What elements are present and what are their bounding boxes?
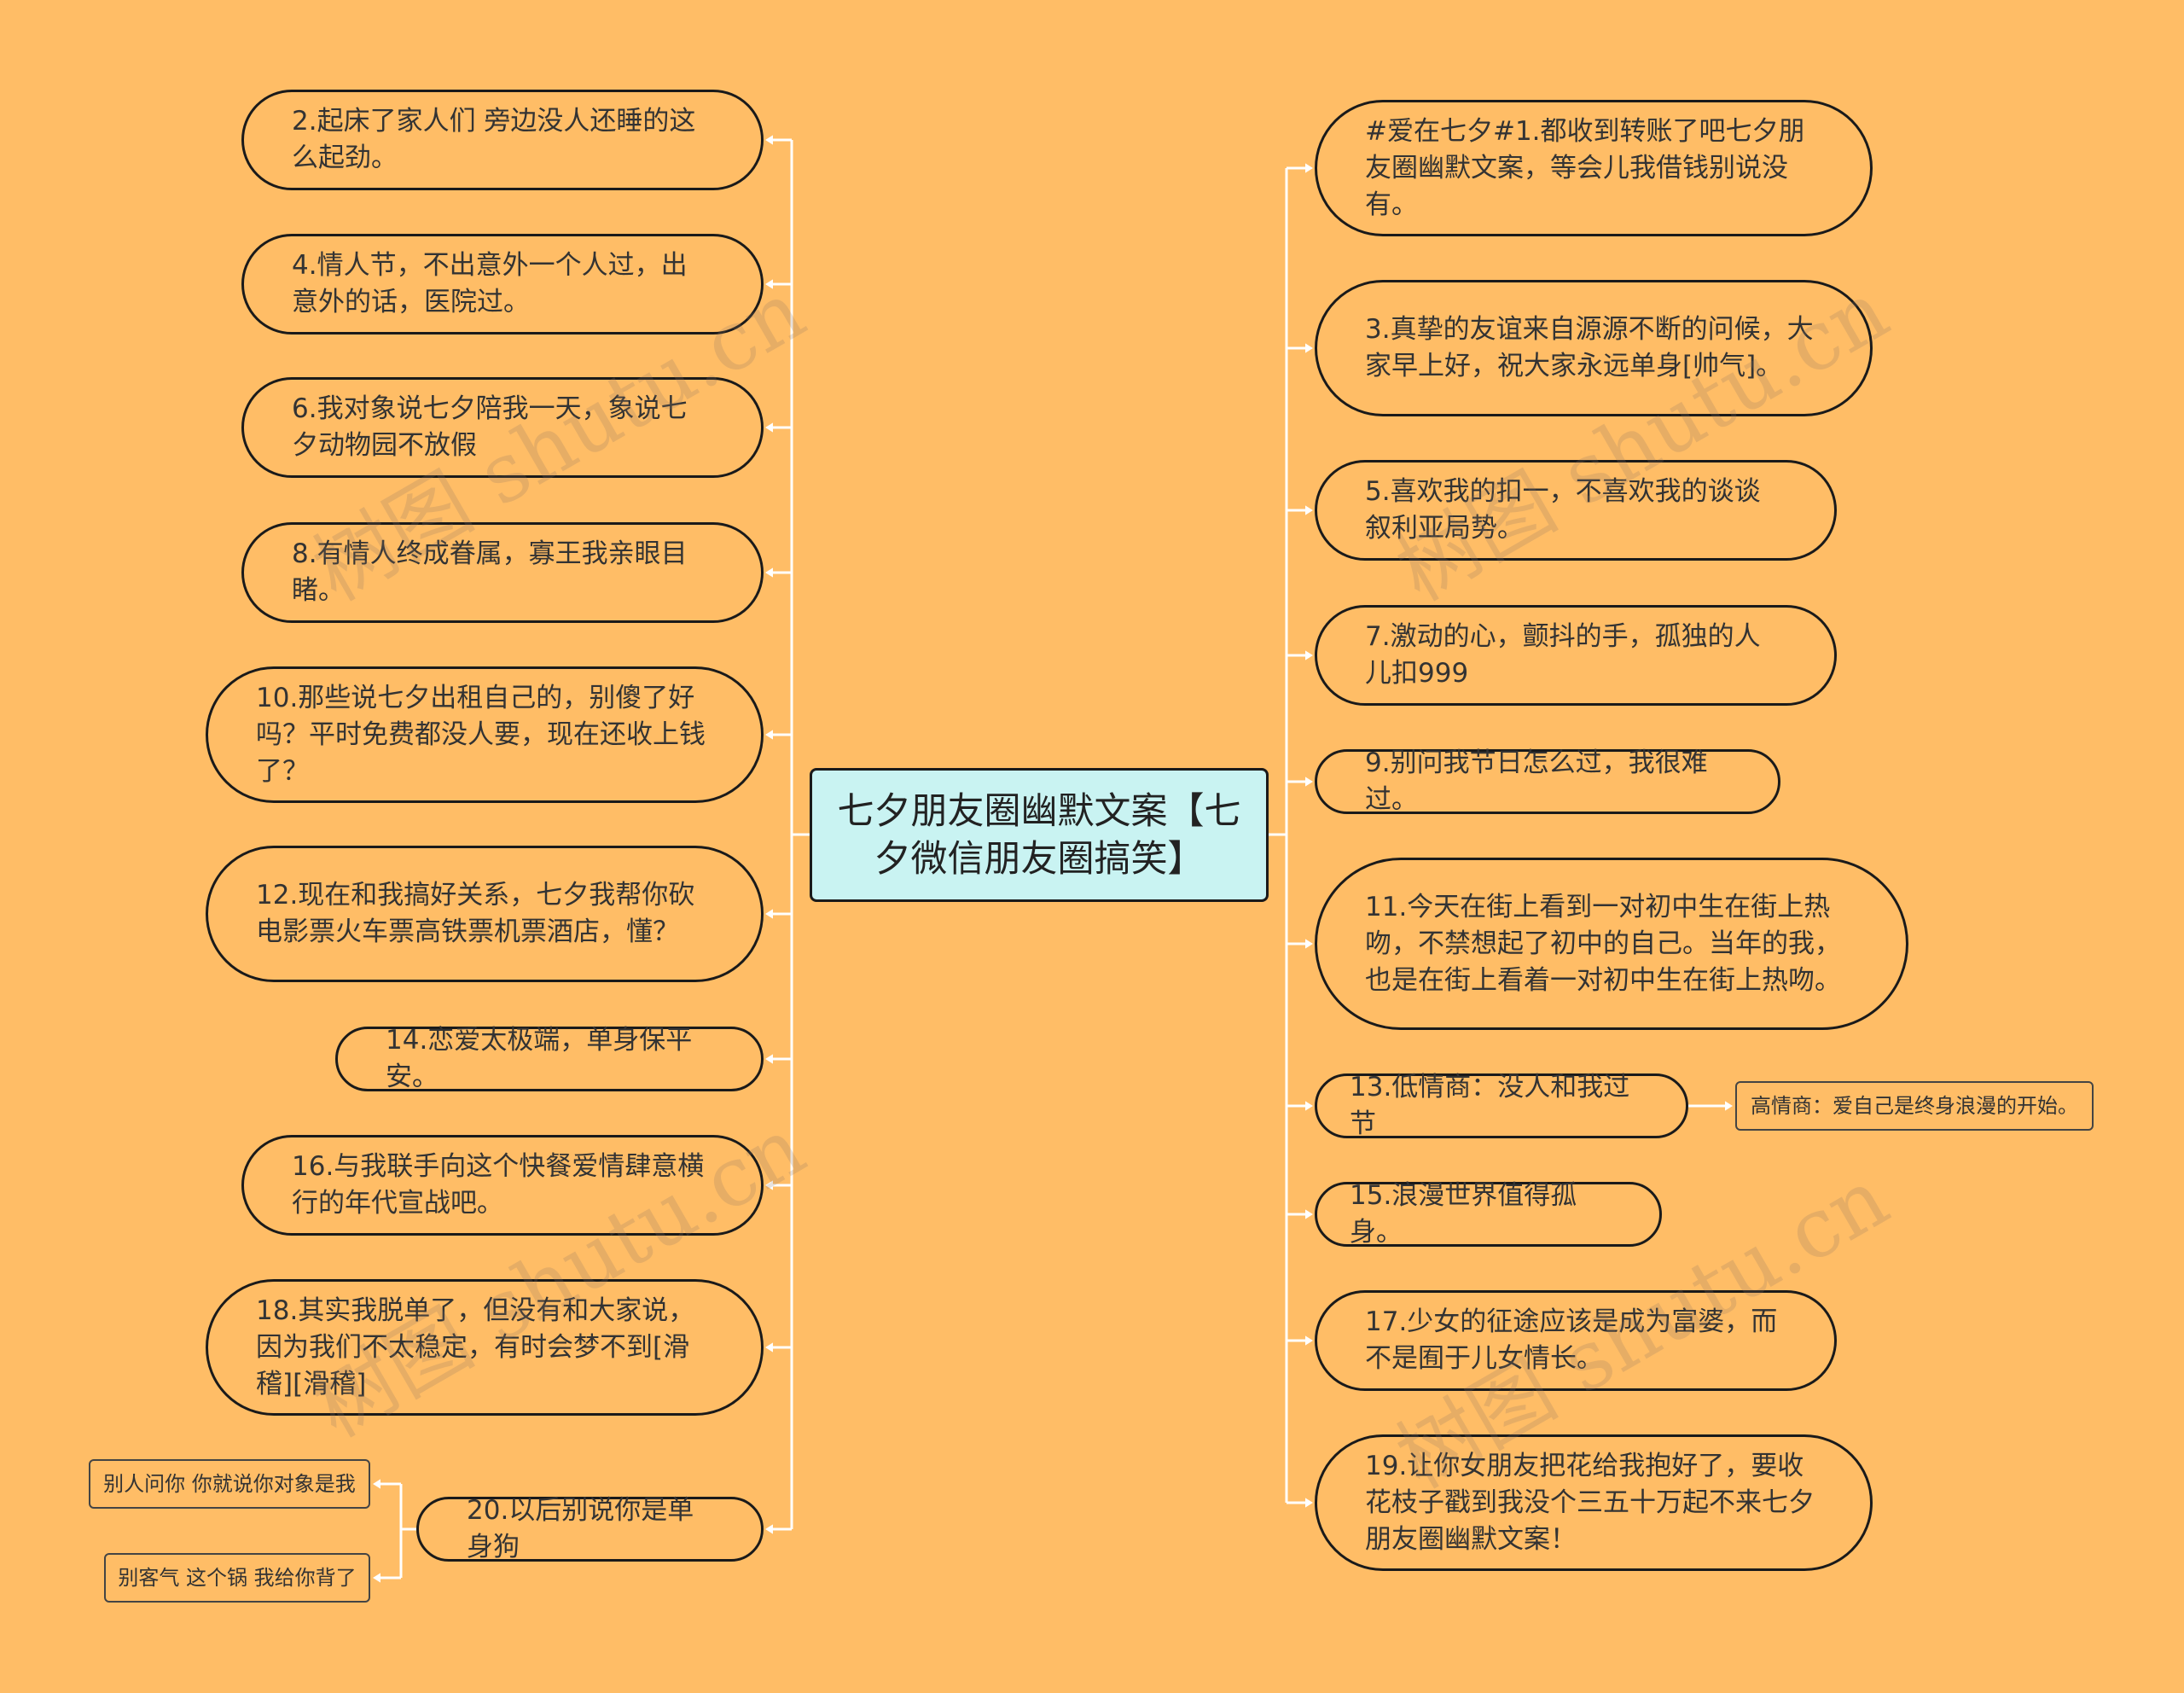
left-branch-arrowhead <box>765 730 773 740</box>
left-node-8[interactable]: 8.有情人终成眷属，寡王我亲眼目睹。 <box>241 522 764 623</box>
right-node-9[interactable]: 9.别问我节日怎么过，我很难过。 <box>1315 748 1780 815</box>
sub-node-20b[interactable]: 别客气 这个锅 我给你背了 <box>104 1553 370 1603</box>
left-node-4[interactable]: 4.情人节，不出意外一个人过，出意外的话，医院过。 <box>241 234 764 335</box>
left-branch-arrowhead <box>765 1180 773 1190</box>
left-node-2[interactable]: 2.起床了家人们 旁边没人还睡的这么起劲。 <box>241 90 764 190</box>
sub-arrowhead-13 <box>1725 1101 1733 1111</box>
right-node-11[interactable]: 11.今天在街上看到一对初中生在街上热吻，不禁想起了初中的自己。当年的我，也是在… <box>1315 858 1908 1030</box>
left-branch-arrowhead <box>765 279 773 289</box>
left-node-20[interactable]: 20.以后别说你是单身狗 <box>416 1495 764 1562</box>
right-branch-arrowhead <box>1305 163 1313 173</box>
right-branch-arrowhead <box>1305 1335 1313 1346</box>
left-node-12[interactable]: 12.现在和我搞好关系，七夕我帮你砍电影票火车票高铁票机票酒店，懂？ <box>206 846 764 982</box>
right-branch-arrowhead <box>1305 1101 1313 1111</box>
right-node-5[interactable]: 5.喜欢我的扣一，不喜欢我的谈谈叙利亚局势。 <box>1315 460 1837 561</box>
right-branch-arrowhead <box>1305 343 1313 353</box>
sub-arrowhead-20a <box>373 1479 380 1489</box>
left-node-10[interactable]: 10.那些说七夕出租自己的，别傻了好吗？平时免费都没人要，现在还收上钱了？ <box>206 666 764 803</box>
right-branch-arrowhead <box>1305 1209 1313 1219</box>
right-node-17[interactable]: 17.少女的征途应该是成为富婆，而不是囿于儿女情长。 <box>1315 1290 1837 1391</box>
sub-node-20a[interactable]: 别人问你 你就说你对象是我 <box>89 1459 370 1509</box>
sub-arrowhead-20b <box>373 1573 380 1583</box>
right-node-1[interactable]: #爱在七夕#1.都收到转账了吧七夕朋友圈幽默文案，等会儿我借钱别说没有。 <box>1315 100 1873 236</box>
right-node-19[interactable]: 19.让你女朋友把花给我抱好了，要收花枝子戳到我没个三五十万起不来七夕朋友圈幽默… <box>1315 1434 1873 1571</box>
left-node-18[interactable]: 18.其实我脱单了，但没有和大家说，因为我们不太稳定，有时会梦不到[滑稽][滑稽… <box>206 1279 764 1416</box>
root-title: 七夕朋友圈幽默文案【七夕微信朋友圈搞笑】 <box>837 789 1241 881</box>
left-node-6[interactable]: 6.我对象说七夕陪我一天，象说七夕动物园不放假 <box>241 377 764 478</box>
left-branch-arrowhead <box>765 909 773 919</box>
right-branch-arrowhead <box>1305 777 1313 787</box>
root-node[interactable]: 七夕朋友圈幽默文案【七夕微信朋友圈搞笑】 <box>810 768 1269 902</box>
left-node-14[interactable]: 14.恋爱太极端，单身保平安。 <box>335 1025 764 1092</box>
left-branch-arrowhead <box>765 567 773 578</box>
right-node-15[interactable]: 15.浪漫世界值得孤身。 <box>1315 1180 1662 1248</box>
left-branch-arrowhead <box>765 1342 773 1353</box>
right-branch-arrowhead <box>1305 505 1313 515</box>
left-branch-arrowhead <box>765 1054 773 1064</box>
right-branch-arrowhead <box>1305 939 1313 949</box>
right-node-7[interactable]: 7.激动的心，颤抖的手，孤独的人儿扣999 <box>1315 605 1837 706</box>
right-branch-arrowhead <box>1305 650 1313 660</box>
right-branch-arrowhead <box>1305 1498 1313 1508</box>
sub-node-13[interactable]: 高情商：爱自己是终身浪漫的开始。 <box>1735 1081 2094 1131</box>
left-node-16[interactable]: 16.与我联手向这个快餐爱情肆意横行的年代宣战吧。 <box>241 1135 764 1236</box>
left-branch-arrowhead <box>765 135 773 145</box>
right-node-3[interactable]: 3.真挚的友谊来自源源不断的问候，大家早上好，祝大家永远单身[帅气]。 <box>1315 280 1873 416</box>
left-branch-arrowhead <box>765 1524 773 1534</box>
left-branch-arrowhead <box>765 422 773 433</box>
right-node-13[interactable]: 13.低情商：没人和我过节 <box>1315 1072 1688 1139</box>
